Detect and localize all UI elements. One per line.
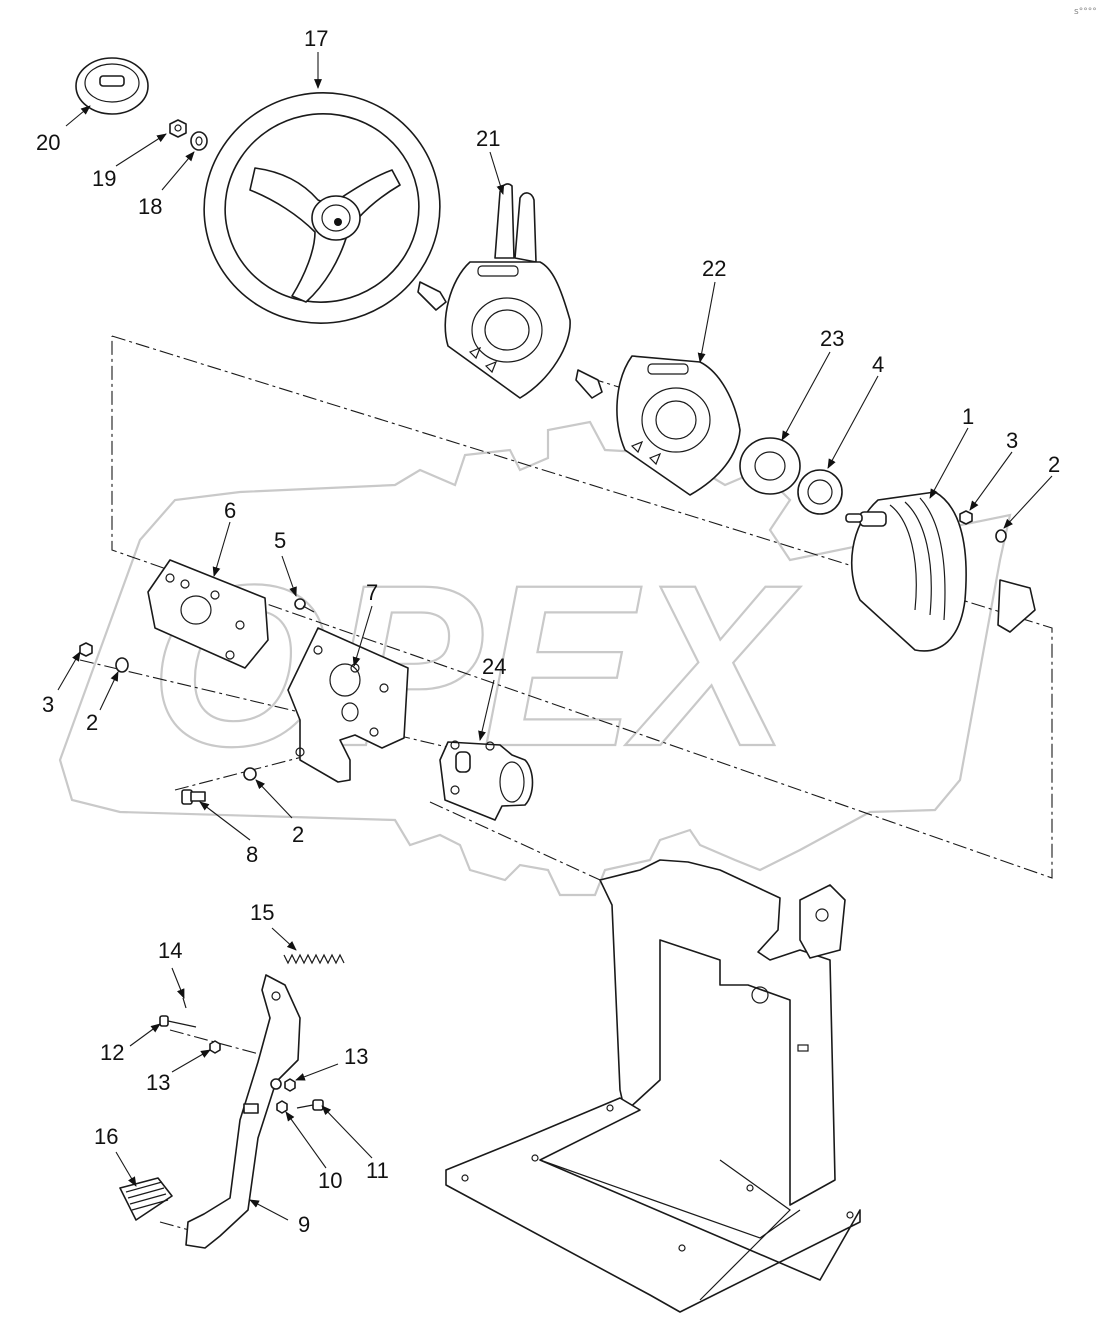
- callout-6: 6: [224, 498, 236, 523]
- callout-5: 5: [274, 528, 286, 553]
- callout-13-right: 13: [344, 1044, 368, 1069]
- washer-icon: [243, 767, 257, 781]
- callout-7: 7: [366, 580, 378, 605]
- nut-icon: [169, 119, 187, 138]
- callout-18: 18: [138, 194, 162, 219]
- nut-icon: [959, 510, 973, 525]
- watermark: OPEX: [58, 420, 1012, 897]
- bolt-icon: [294, 598, 315, 613]
- callout-3-left: 3: [42, 692, 54, 717]
- callout-4: 4: [872, 352, 884, 377]
- callout-labels: 17 20 19 18 21 22 23 4 1 3 2 6 5 7 3 2 2…: [36, 26, 1060, 1237]
- horn-cap-icon: [75, 57, 149, 115]
- pedal-pad-icon: [119, 1177, 173, 1221]
- column-shroud-icon: [575, 355, 741, 496]
- callout-2-bottom: 2: [292, 822, 304, 847]
- callout-10: 10: [318, 1168, 342, 1193]
- washer-icon: [995, 529, 1007, 543]
- seal-washer-icon: [797, 469, 843, 515]
- steering-wheel-icon: [203, 92, 441, 324]
- bolt-icon: [296, 1099, 324, 1111]
- callout-17: 17: [304, 26, 328, 51]
- washer-icon: [115, 657, 129, 673]
- callout-2-left: 2: [86, 710, 98, 735]
- callout-3-right: 3: [1006, 428, 1018, 453]
- callout-14: 14: [158, 938, 182, 963]
- bushing-icon: [739, 437, 801, 495]
- steering-column-icon: [845, 491, 1036, 652]
- callout-13-left: 13: [146, 1070, 170, 1095]
- multifunction-switch-icon: [417, 183, 571, 399]
- steering-valve-icon: [439, 740, 534, 821]
- callout-12: 12: [100, 1040, 124, 1065]
- clevis-pin-icon: [159, 1015, 197, 1028]
- pedestal-frame-icon: [445, 859, 861, 1313]
- nut-icon: [284, 1078, 296, 1092]
- bolt-icon: [181, 789, 206, 805]
- callout-1: 1: [962, 404, 974, 429]
- callout-23: 23: [820, 326, 844, 351]
- support-bracket-icon: [287, 627, 409, 783]
- callout-20: 20: [36, 130, 60, 155]
- corner-mark: s°°°°: [1074, 7, 1097, 17]
- washer-icon: [190, 131, 208, 151]
- nut-icon: [276, 1100, 288, 1114]
- callout-2-right: 2: [1048, 452, 1060, 477]
- callout-19: 19: [92, 166, 116, 191]
- nut-icon: [79, 642, 93, 657]
- cotter-pin-icon: [182, 997, 187, 1009]
- nut-icon: [209, 1040, 221, 1054]
- mounting-plate-icon: [147, 559, 269, 669]
- callout-22: 22: [702, 256, 726, 281]
- callout-8: 8: [246, 842, 258, 867]
- callout-21: 21: [476, 126, 500, 151]
- brake-pedal-icon: [185, 974, 301, 1249]
- callout-9: 9: [298, 1212, 310, 1237]
- callout-16: 16: [94, 1124, 118, 1149]
- callout-15: 15: [250, 900, 274, 925]
- spring-icon: [283, 953, 345, 965]
- callout-11: 11: [366, 1158, 389, 1183]
- callout-24: 24: [482, 654, 506, 679]
- leader-lines: [57, 52, 1053, 1221]
